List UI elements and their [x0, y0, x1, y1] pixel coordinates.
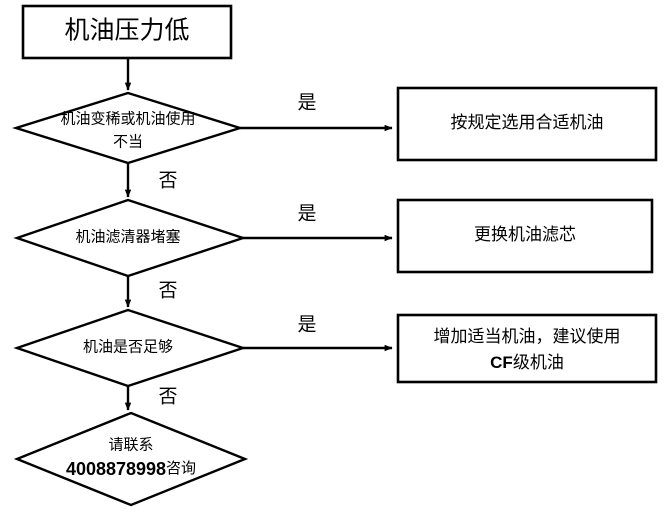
action-2-shape: [396, 198, 654, 274]
edge-label-decision-3-no: 否: [158, 386, 177, 407]
action-3-node: 增加适当机油，建议使用 CF级机油: [396, 313, 658, 384]
end-node-label-line1: 请联系: [108, 436, 153, 453]
decision-1-label-line2: 不当: [113, 133, 143, 150]
action-2-label: 更换机油滤芯: [474, 225, 576, 244]
decision-2-node: 机油滤清器堵塞: [13, 198, 247, 278]
action-3-grade-suffix: 级机油: [513, 353, 564, 372]
action-3-grade-code: CF: [490, 353, 513, 372]
decision-1-label-line1: 机油变稀或机油使用: [60, 110, 195, 127]
end-node-shape: [13, 411, 249, 507]
action-3-shape: [396, 313, 658, 384]
edge-label-decision-1-yes: 是: [297, 92, 316, 113]
action-2-node: 更换机油滤芯: [396, 198, 654, 274]
action-1-label: 按规定选用合适机油: [451, 113, 604, 132]
decision-1-node: 机油变稀或机油使用 不当: [11, 91, 245, 165]
start-node-label: 机油压力低: [64, 17, 189, 45]
end-node-label-line2: 4008878998咨询: [66, 459, 196, 479]
start-node-shape: [21, 4, 233, 60]
action-3-label-line2: CF级机油: [490, 353, 564, 373]
end-node-phone-number: 4008878998: [66, 459, 166, 479]
edge-label-decision-3-yes: 是: [297, 314, 316, 335]
edge-label-decision-2-yes: 是: [297, 203, 316, 224]
start-node: 机油压力低: [21, 4, 233, 60]
decision-2-label-line1: 机油滤清器堵塞: [75, 227, 180, 245]
end-node-phone-suffix: 咨询: [166, 460, 196, 477]
decision-3-node: 机油是否足够: [13, 308, 247, 388]
decision-3-label-line1: 机油是否足够: [83, 338, 173, 355]
edge-label-decision-2-no: 否: [158, 280, 177, 301]
end-node: 请联系 4008878998咨询: [13, 411, 249, 507]
action-1-node: 按规定选用合适机油: [396, 86, 658, 162]
action-3-label-line1: 增加适当机油，建议使用: [434, 326, 621, 346]
decision-1-shape: [11, 91, 245, 165]
action-1-shape: [396, 86, 658, 162]
edge-label-decision-1-no: 否: [158, 170, 177, 191]
